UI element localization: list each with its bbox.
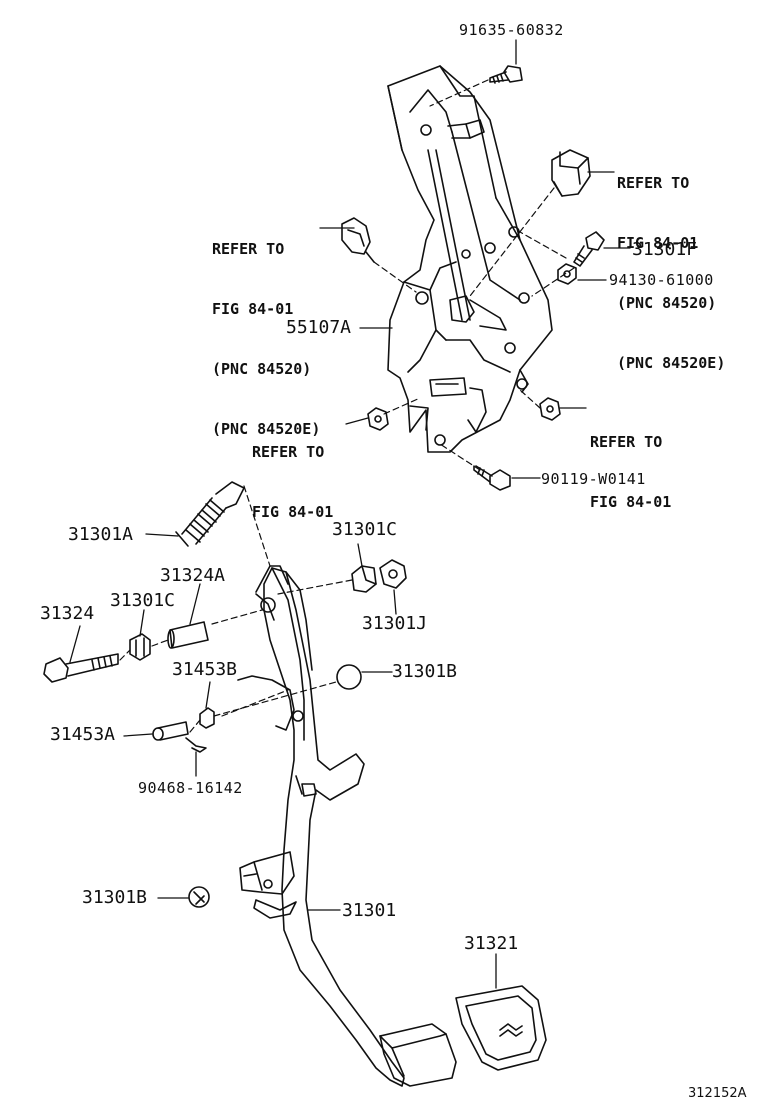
refer-line: REFER TO (617, 174, 690, 192)
stop-lamp-switch-right (551, 149, 591, 197)
bolt-91635-60832 (489, 65, 523, 84)
clip-90468-16142 (185, 737, 207, 753)
pedal-arm-31301 (237, 565, 457, 1087)
stopper-31301B-right (336, 664, 362, 690)
bushing-31301J (379, 559, 407, 589)
collar-31301C-left (129, 633, 151, 661)
refer-block-right-top: REFER TO FIG 84-01 (PNC 84520) (PNC 8452… (617, 133, 725, 393)
spring-31301A (175, 481, 245, 547)
stop-lamp-switch-left (341, 217, 375, 263)
refer-block-left-mid: REFER TO FIG 84-01 (252, 402, 333, 542)
label-31301A: 31301A (68, 524, 134, 545)
pedal-bracket-55107A (387, 65, 553, 453)
stopper-31301B-left (188, 886, 210, 908)
figure-id: 312152A (688, 1086, 747, 1101)
nut-94130-61000 (557, 263, 577, 285)
label-31301J: 31301J (362, 613, 428, 634)
label-31301F: 31301F (632, 239, 698, 260)
label-31301B-right: 31301B (392, 661, 458, 682)
label-31324: 31324 (40, 603, 95, 624)
pin-31324A (167, 621, 209, 649)
leader-lines (69, 39, 631, 989)
refer-line: FIG 84-01 (212, 300, 294, 318)
refer-line: (PNC 84520) (212, 360, 312, 378)
refer-line: FIG 84-01 (590, 493, 672, 511)
label-94130-61000: 94130-61000 (609, 271, 714, 289)
bolt-90119-W0141 (473, 465, 511, 491)
refer-line: REFER TO (212, 240, 285, 258)
refer-block-right-mid: REFER TO FIG 84-01 (590, 392, 671, 532)
label-55107A: 55107A (286, 317, 352, 338)
label-31453A: 31453A (50, 724, 116, 745)
label-31321: 31321 (464, 933, 519, 954)
bolt-31324 (43, 653, 119, 683)
collar-31301C-top (351, 565, 377, 593)
label-31301B-left: 31301B (82, 887, 148, 908)
label-90468-16142: 90468-16142 (138, 779, 243, 797)
refer-block-left-top: REFER TO FIG 84-01 (PNC 84520) (PNC 8452… (212, 199, 320, 459)
pin-31453A (152, 721, 189, 741)
bolt-31301F (573, 231, 605, 267)
refer-line: (PNC 84520) (617, 294, 717, 312)
label-90119-W0141: 90119-W0141 (541, 470, 646, 488)
refer-line: FIG 84-01 (252, 503, 334, 521)
refer-line: REFER TO (252, 443, 325, 461)
label-31301: 31301 (342, 900, 397, 921)
pedal-pad-31321 (455, 985, 547, 1071)
bushing-31453B (199, 707, 215, 729)
label-31301C-top: 31301C (332, 519, 398, 540)
label-91635-60832: 91635-60832 (459, 21, 564, 39)
nut-left-mid (367, 407, 389, 431)
assembly-lines (119, 79, 575, 733)
label-31453B: 31453B (172, 659, 238, 680)
refer-line: (PNC 84520E) (617, 354, 726, 372)
label-31324A: 31324A (160, 565, 226, 586)
nut-right-mid (539, 397, 561, 421)
refer-line: REFER TO (590, 433, 663, 451)
label-31301C-left: 31301C (110, 590, 176, 611)
refer-line: (PNC 84520E) (212, 420, 321, 438)
refer-line: FIG 84-01 (617, 234, 699, 252)
